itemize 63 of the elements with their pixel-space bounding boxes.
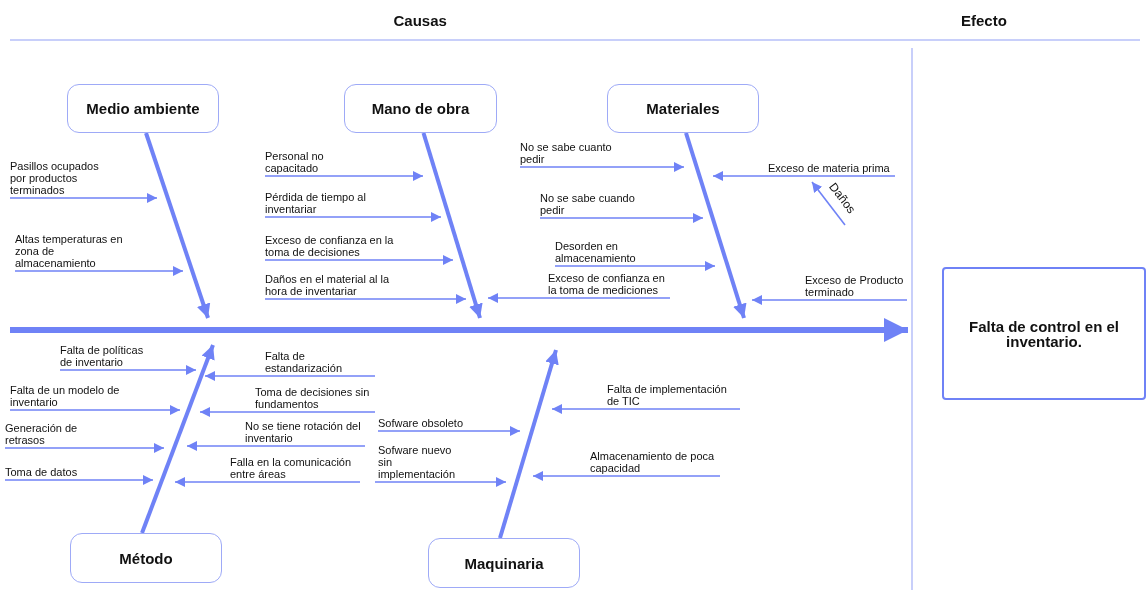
arrow	[532, 471, 721, 481]
arrow	[186, 441, 366, 451]
arrow	[539, 213, 704, 223]
category-box: Método	[70, 533, 222, 583]
arrow	[374, 477, 507, 487]
bone-arrow	[421, 132, 483, 319]
arrow	[204, 371, 376, 381]
cause-text: Exceso de Producto terminado	[805, 274, 907, 298]
cause-text: No se sabe cuanto pedir	[520, 141, 629, 165]
spine-arrow	[10, 318, 908, 342]
arrow	[264, 255, 454, 265]
column-heading: Causas	[393, 12, 447, 29]
arrow	[811, 181, 846, 226]
arrow	[377, 426, 521, 436]
bone-arrow	[498, 349, 559, 539]
arrow	[9, 193, 158, 203]
arrow	[14, 266, 184, 276]
cause-text: Falta de un modelo de inventario	[10, 384, 125, 408]
arrow	[554, 261, 716, 271]
category-box: Mano de obra	[344, 84, 497, 133]
cause-text: No se sabe cuando pedir	[540, 192, 648, 216]
cause-text: Falta de políticas de inventario	[60, 344, 145, 368]
cause-text: Desorden en almacenamiento	[555, 240, 660, 264]
cause-text: Falla en la comunicación entre áreas	[230, 456, 355, 480]
cause-text: Exceso de confianza en la toma de decisiones	[265, 234, 398, 258]
effect-box: Falta de control en el inventario.	[942, 267, 1146, 400]
cause-text: Almacenamiento de poca capacidad	[590, 450, 715, 474]
arrow	[59, 365, 197, 375]
cause-text: Toma de datos	[5, 466, 78, 478]
arrow	[4, 475, 154, 485]
arrow	[551, 404, 741, 414]
category-box: Materiales	[607, 84, 759, 133]
cause-text: Falta de estandarización	[265, 350, 370, 374]
bone-arrow	[684, 132, 747, 319]
arrow	[264, 212, 442, 222]
arrow	[751, 295, 908, 305]
cause-text: Generación de retrasos	[5, 422, 109, 446]
cause-text: Daños en el material al la hora de inventariar	[265, 273, 411, 297]
cause-text: Personal no capacitado	[265, 150, 375, 174]
category-box: Medio ambiente	[67, 84, 219, 133]
cause-text: Toma de decisiones sin fundamentos	[255, 386, 370, 410]
cause-text: Pérdida de tiempo al inventariar	[265, 191, 386, 215]
cause-text: Sofware nuevo sin implementación	[378, 444, 456, 480]
bone-arrow	[140, 344, 215, 534]
category-box: Maquinaria	[428, 538, 580, 588]
cause-text: Falta de implementación de TIC	[607, 383, 737, 407]
column-heading: Efecto	[961, 12, 1007, 29]
cause-text: Pasillos ocupados por productos terminados	[10, 160, 105, 196]
arrow	[9, 405, 181, 415]
arrow	[519, 162, 685, 172]
cause-text: Exceso de confianza en la toma de mediciones	[548, 272, 666, 296]
arrow	[4, 443, 165, 453]
cause-text: Sofware obsoleto	[378, 417, 463, 429]
cause-text: Altas temperaturas en zona de almacenamiento	[15, 233, 128, 269]
arrow	[487, 293, 671, 303]
arrow	[264, 294, 467, 304]
cause-text: Exceso de materia prima	[768, 162, 890, 174]
arrow	[174, 477, 361, 487]
cause-text: No se tiene rotación del inventario	[245, 420, 363, 444]
arrow	[712, 171, 896, 181]
arrow	[264, 171, 424, 181]
arrow	[199, 407, 376, 417]
bone-arrow	[144, 132, 211, 319]
